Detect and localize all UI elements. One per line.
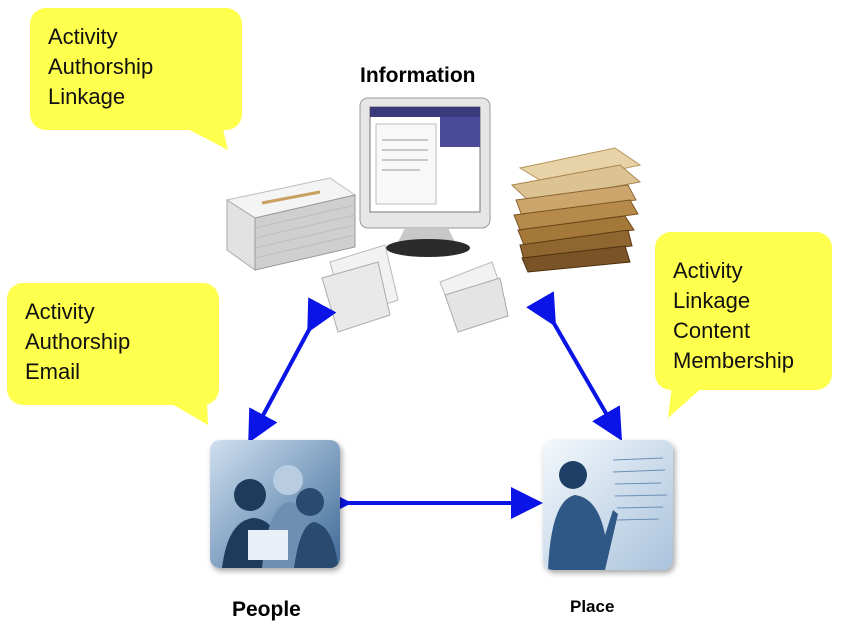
callout-information-item: Activity xyxy=(48,24,118,49)
loose-papers-icon xyxy=(321,244,509,333)
place-label: Place xyxy=(570,597,615,616)
callout-people-item: Email xyxy=(25,359,81,384)
information-label: Information xyxy=(360,64,476,87)
arrow-information-people xyxy=(248,297,337,444)
callout-place-item: Activity xyxy=(673,258,743,283)
paper-stack-icon xyxy=(225,177,357,271)
callout-information-item: Authorship xyxy=(48,54,154,79)
folder-pile-icon xyxy=(510,147,642,273)
callout-place-item: Linkage xyxy=(673,288,751,313)
callout-place-item: Content xyxy=(673,318,751,343)
computer-monitor-icon xyxy=(359,97,491,257)
callout-information-item: Linkage xyxy=(48,84,126,109)
callout-place: Activity Linkage Content Membership xyxy=(655,232,832,390)
arrow-information-place xyxy=(526,291,623,441)
callout-people-item: Activity xyxy=(25,299,95,324)
callout-people-item: Authorship xyxy=(25,329,131,354)
people-photo xyxy=(210,440,340,568)
callout-information: Activity Authorship Linkage xyxy=(30,8,242,130)
callout-people: Activity Authorship Email xyxy=(7,283,219,405)
place-photo xyxy=(543,440,673,570)
callout-place-item: Membership xyxy=(673,348,795,373)
people-label: People xyxy=(232,598,301,621)
